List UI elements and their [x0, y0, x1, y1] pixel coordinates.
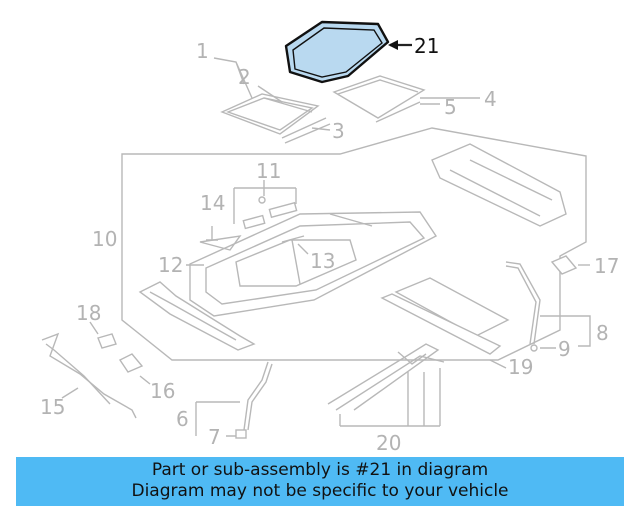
part-8-drain-hose — [505, 261, 541, 345]
arrow-21 — [388, 40, 398, 50]
part-20-mechanism — [327, 343, 445, 411]
callout-7[interactable]: 7 — [208, 425, 221, 449]
part-16-motor — [118, 353, 144, 373]
part-13-clip — [281, 235, 309, 255]
leader-4 — [420, 97, 480, 105]
part-1-glass-panel — [220, 93, 331, 144]
leader-2 — [257, 85, 283, 103]
assembly-10-outline — [121, 127, 587, 361]
callout-18[interactable]: 18 — [76, 301, 101, 325]
leader-11 — [233, 180, 297, 224]
parts-diagram: 21 1 2 3 4 5 10 12 — [40, 20, 619, 455]
callout-20[interactable]: 20 — [376, 431, 401, 455]
part-12-frame — [189, 211, 438, 317]
callout-19[interactable]: 19 — [508, 355, 533, 379]
callout-10[interactable]: 10 — [92, 227, 117, 251]
callout-5[interactable]: 5 — [444, 95, 457, 119]
part-11-fasteners — [242, 196, 298, 230]
part-lower-rail — [138, 281, 256, 351]
callout-11[interactable]: 11 — [256, 159, 281, 183]
part-rear-rail — [431, 143, 567, 227]
part-19-deflector — [380, 277, 510, 355]
leader-8 — [540, 315, 591, 349]
leader-3 — [311, 127, 331, 131]
leader-16 — [139, 375, 151, 385]
callout-3[interactable]: 3 — [332, 119, 345, 143]
leader-6 — [195, 401, 240, 437]
part-21-glass-seal[interactable] — [284, 20, 390, 84]
callout-9[interactable]: 9 — [558, 337, 571, 361]
part-17-bracket — [550, 255, 578, 275]
callout-4[interactable]: 4 — [484, 87, 497, 111]
banner-line-2: Diagram may not be specific to your vehi… — [131, 481, 509, 501]
part-4-sunshade — [332, 75, 426, 123]
part-18-plug — [97, 333, 117, 349]
part-7-clip — [235, 429, 247, 439]
part-15-cable — [41, 332, 137, 419]
callout-6[interactable]: 6 — [176, 407, 189, 431]
callout-2[interactable]: 2 — [238, 65, 251, 89]
leader-15 — [61, 387, 79, 399]
callout-21[interactable]: 21 — [414, 34, 439, 58]
leader-1 — [213, 57, 253, 99]
leader-14 — [206, 226, 218, 241]
part-6-drain-hose — [243, 361, 269, 431]
callout-12[interactable]: 12 — [158, 253, 183, 277]
callout-16[interactable]: 16 — [150, 379, 175, 403]
banner-line-1: Part or sub-assembly is #21 in diagram — [151, 460, 489, 480]
callout-17[interactable]: 17 — [594, 254, 619, 278]
part-14-bracket — [199, 235, 242, 251]
callout-15[interactable]: 15 — [40, 395, 65, 419]
leader-20 — [339, 368, 441, 427]
leader-19 — [489, 359, 507, 369]
callout-8[interactable]: 8 — [596, 321, 609, 345]
info-banner: Part or sub-assembly is #21 in diagram D… — [16, 457, 624, 506]
part-9-clamp — [530, 344, 538, 352]
leader-18 — [89, 321, 99, 335]
callout-13[interactable]: 13 — [310, 249, 335, 273]
callout-1[interactable]: 1 — [196, 39, 209, 63]
callout-14[interactable]: 14 — [200, 191, 225, 215]
